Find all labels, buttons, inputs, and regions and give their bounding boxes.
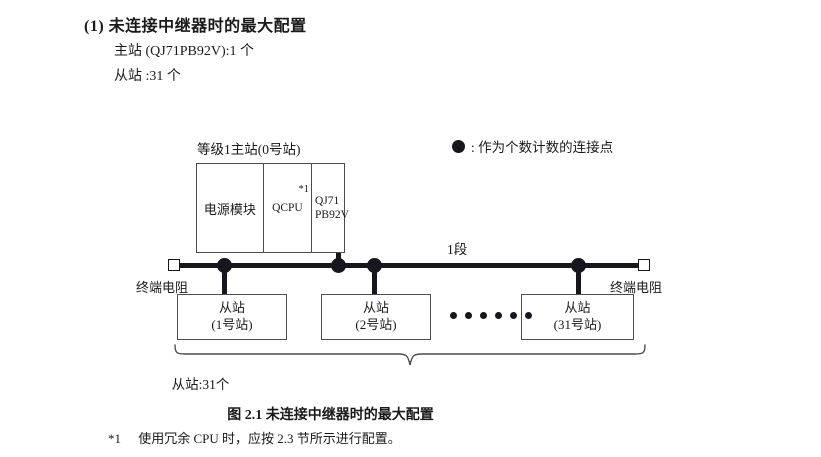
module-label-network: QJ71 PB92V — [315, 194, 349, 221]
footnote: *1 使用冗余 CPU 时，应按 2.3 节所示进行配置。 — [108, 428, 401, 447]
legend: : 作为个数计数的连接点 — [452, 136, 613, 156]
ellipsis-dot — [510, 312, 517, 319]
ellipsis-dot — [465, 312, 472, 319]
ellipsis-dot — [480, 312, 487, 319]
slave-count-line: 从站 :31 个 — [114, 69, 181, 84]
ellipsis-dot — [525, 312, 532, 319]
module-label-cpu: QCPU — [272, 202, 303, 214]
slave-station-box: 从站 (2号站) — [321, 294, 431, 340]
slave-station-name: 从站 — [362, 300, 389, 316]
master-count-line: 主站 (QJ71PB92V):1 个 — [114, 44, 255, 59]
ellipsis-dots-icon — [450, 312, 532, 319]
terminating-resistor-right-label: 终端电阻 — [610, 280, 663, 295]
segment-label: 1段 — [447, 242, 468, 257]
master-station-caption: 等级1主站(0号站) — [197, 142, 301, 157]
connection-dot — [331, 258, 346, 273]
slave-station-number: (2号站) — [355, 317, 397, 332]
footnote-text: 使用冗余 CPU 时，应按 2.3 节所示进行配置。 — [138, 431, 401, 446]
figure-caption: 图 2.1 未连接中继器时的最大配置 — [227, 408, 434, 423]
module-label-power-supply: 电源模块 — [203, 201, 256, 217]
module-cell-power-supply: 电源模块 — [197, 164, 264, 252]
slave-total-label: 从站:31个 — [171, 377, 230, 392]
filled-circle-icon — [452, 139, 465, 153]
terminating-resistor-left-label: 终端电阻 — [136, 280, 189, 295]
terminating-resistor-left-icon — [168, 259, 180, 271]
slave-station-name: 从站 — [218, 300, 245, 316]
slave-station-name: 从站 — [564, 300, 591, 316]
slave-drop-line — [222, 263, 227, 295]
slave-drop-line — [576, 263, 581, 295]
slave-group-brace — [170, 344, 650, 377]
slave-station-number: (31号站) — [553, 317, 602, 332]
slave-station-box: 从站 (31号站) — [521, 294, 634, 340]
page-title: (1) 未连接中继器时的最大配置 — [84, 18, 307, 35]
ellipsis-dot — [495, 312, 502, 319]
master-station-box: 电源模块 QCPU *1 QJ71 PB92V — [196, 163, 349, 253]
slave-station-number: (1号站) — [211, 317, 253, 332]
module-cell-network: QJ71 PB92V — [312, 164, 349, 252]
ellipsis-dot — [450, 312, 457, 319]
slave-drop-line — [372, 263, 377, 295]
footnote-marker: *1 — [298, 184, 310, 195]
trunk-bus-line — [174, 263, 644, 268]
module-cell-cpu: QCPU *1 — [264, 164, 312, 252]
terminating-resistor-right-icon — [638, 259, 650, 271]
footnote-mark: *1 — [108, 431, 121, 446]
legend-label: : 作为个数计数的连接点 — [471, 140, 614, 155]
slave-station-box: 从站 (1号站) — [177, 294, 287, 340]
